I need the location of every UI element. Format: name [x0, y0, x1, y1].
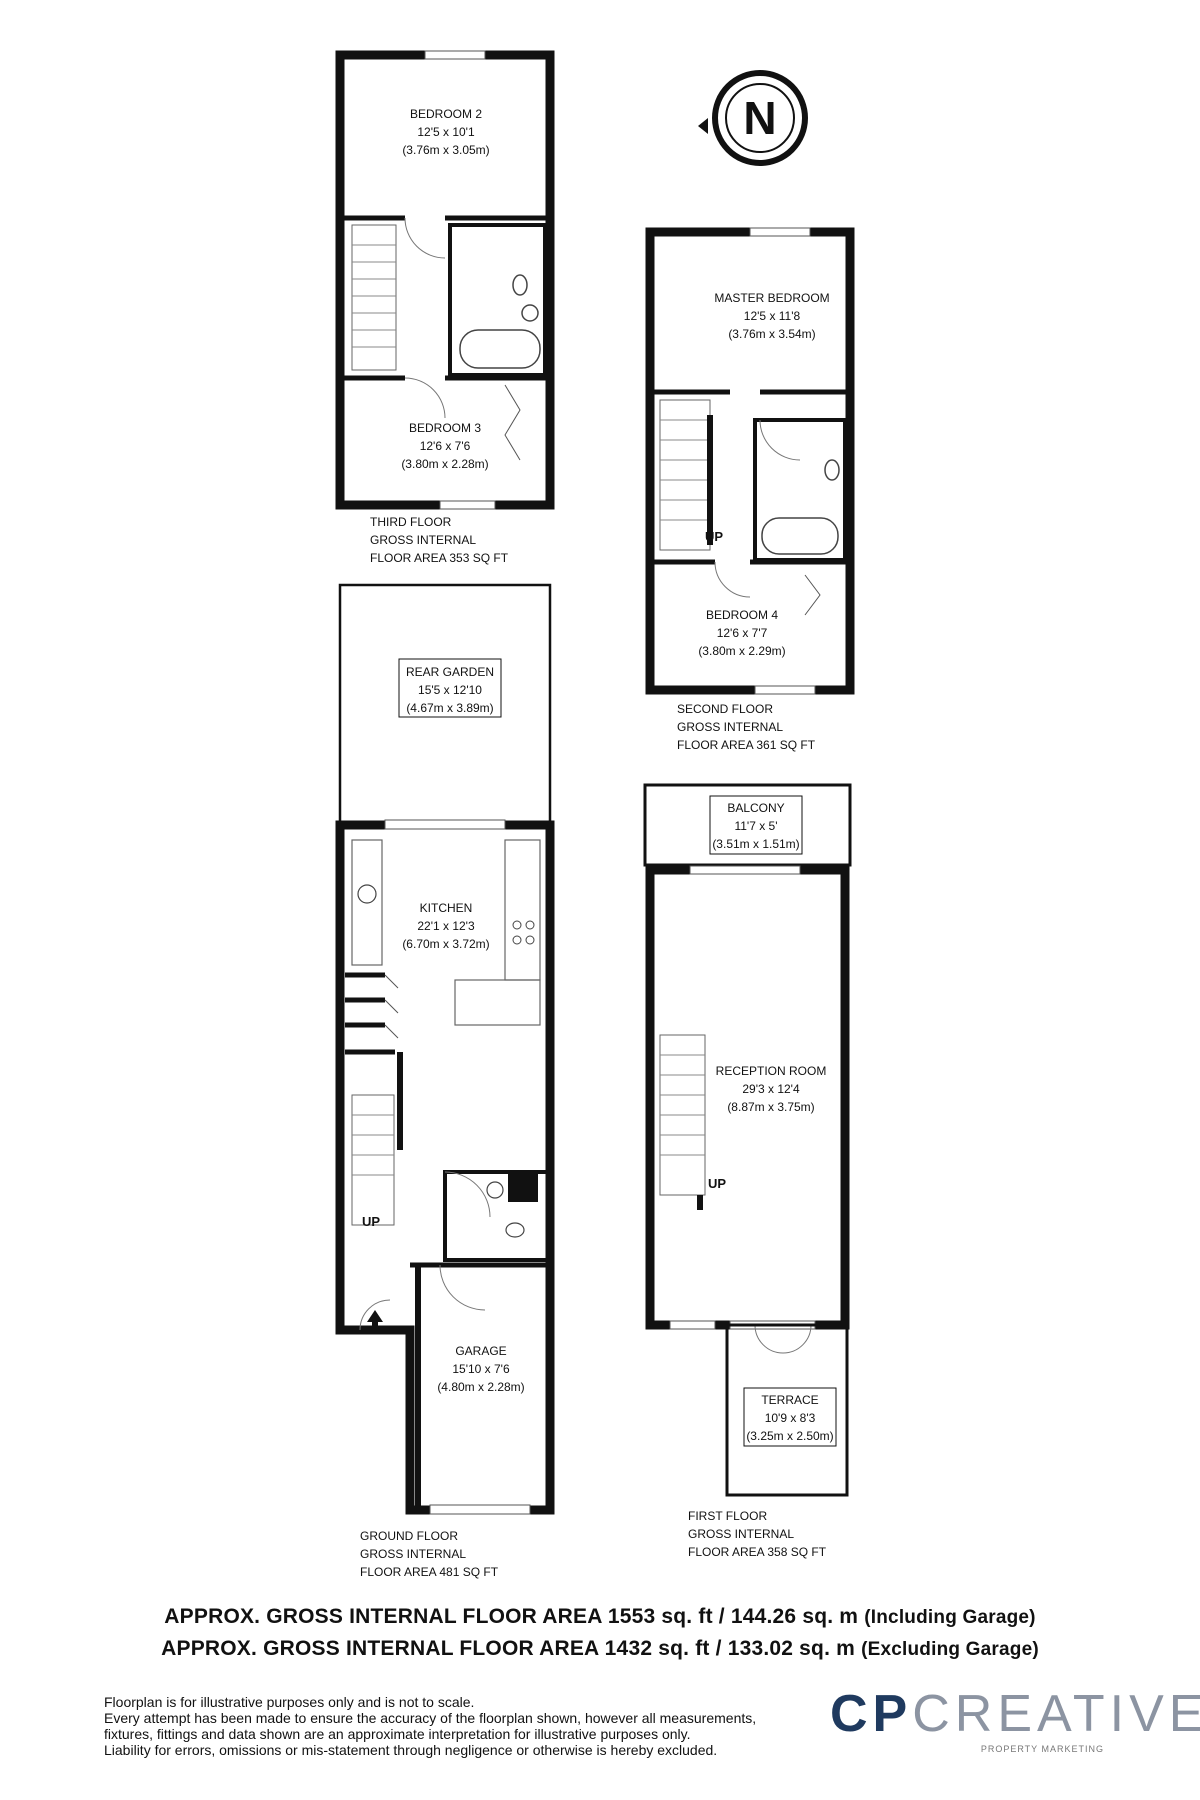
room-size-imperial: 22'1 x 12'3 — [417, 919, 475, 933]
room-name: RECEPTION ROOM — [716, 1064, 827, 1078]
room-label-bedroom3: BEDROOM 3 12'6 x 7'6 (3.80m x 2.28m) — [401, 421, 488, 471]
room-label-bedroom4: BEDROOM 4 12'6 x 7'7 (3.80m x 2.29m) — [698, 608, 785, 658]
room-name: BEDROOM 3 — [409, 421, 481, 435]
room-size-metric: (3.51m x 1.51m) — [712, 837, 799, 851]
floor-area: FLOOR AREA 353 SQ FT — [370, 551, 509, 565]
room-size-metric: (3.25m x 2.50m) — [746, 1429, 833, 1443]
room-size-metric: (3.76m x 3.54m) — [728, 327, 815, 341]
second-floor-plan — [645, 70, 855, 695]
logo-tagline: PROPERTY MARKETING — [980, 1744, 1104, 1754]
compass-label: N — [743, 92, 776, 144]
floor-subtitle: GROSS INTERNAL — [688, 1527, 794, 1541]
stair-up-label: UP — [708, 1176, 726, 1191]
total-area-qualifier: (Excluding Garage) — [861, 1639, 1039, 1660]
room-size-imperial: 15'10 x 7'6 — [452, 1362, 510, 1376]
room-size-metric: (3.80m x 2.28m) — [401, 457, 488, 471]
room-name: KITCHEN — [420, 901, 473, 915]
total-area-excluding-garage: APPROX. GROSS INTERNAL FLOOR AREA 1432 s… — [0, 1637, 1200, 1661]
room-label-reception: RECEPTION ROOM 29'3 x 12'4 (8.87m x 3.75… — [716, 1064, 827, 1114]
floor-name: SECOND FLOOR — [677, 702, 773, 716]
stair-up-label: UP — [705, 529, 723, 544]
room-size-metric: (4.80m x 2.28m) — [437, 1380, 524, 1394]
room-size-imperial: 12'6 x 7'6 — [420, 439, 471, 453]
room-size-imperial: 10'9 x 8'3 — [765, 1411, 816, 1425]
logo-part-cp: CP — [830, 1685, 913, 1743]
room-name: BEDROOM 2 — [410, 107, 482, 121]
north-compass — [698, 70, 808, 166]
disclaimer: Floorplan is for illustrative purposes o… — [104, 1694, 824, 1758]
stair-up-labels: UP UP UP — [362, 529, 726, 1229]
room-label-bedroom2: BEDROOM 2 12'5 x 10'1 (3.76m x 3.05m) — [402, 107, 489, 157]
floor-area: FLOOR AREA 358 SQ FT — [688, 1545, 827, 1559]
room-label-kitchen: KITCHEN 22'1 x 12'3 (6.70m x 3.72m) — [402, 901, 489, 951]
floor-subtitle: GROSS INTERNAL — [360, 1547, 466, 1561]
floor-area: FLOOR AREA 361 SQ FT — [677, 738, 816, 752]
ground-floor-plan — [335, 583, 555, 1515]
room-label-terrace: TERRACE 10'9 x 8'3 (3.25m x 2.50m) — [743, 1387, 837, 1447]
floor-label-third: THIRD FLOOR GROSS INTERNAL FLOOR AREA 35… — [370, 515, 509, 565]
room-size-imperial: 12'5 x 10'1 — [417, 125, 475, 139]
floor-subtitle: GROSS INTERNAL — [370, 533, 476, 547]
room-name: TERRACE — [761, 1393, 818, 1407]
floor-name: GROUND FLOOR — [360, 1529, 458, 1543]
disclaimer-line: Every attempt has been made to ensure th… — [104, 1710, 757, 1726]
room-size-metric: (4.67m x 3.89m) — [406, 701, 493, 715]
floor-name: FIRST FLOOR — [688, 1509, 767, 1523]
floor-area: FLOOR AREA 481 SQ FT — [360, 1565, 499, 1579]
logo-wordmark: CPCREATIVE — [830, 1685, 1200, 1743]
disclaimer-line: Liability for errors, omissions or mis-s… — [104, 1742, 718, 1758]
floor-label-second: SECOND FLOOR GROSS INTERNAL FLOOR AREA 3… — [677, 702, 816, 752]
room-size-imperial: 29'3 x 12'4 — [742, 1082, 800, 1096]
total-area-text: APPROX. GROSS INTERNAL FLOOR AREA 1432 s… — [161, 1637, 856, 1660]
room-name: BEDROOM 4 — [706, 608, 778, 622]
floor-label-first: FIRST FLOOR GROSS INTERNAL FLOOR AREA 35… — [688, 1509, 827, 1559]
cp-creative-logo: CPCREATIVE PROPERTY MARKETING — [830, 1685, 1200, 1756]
room-name: GARAGE — [455, 1344, 506, 1358]
floor-area-labels: THIRD FLOOR GROSS INTERNAL FLOOR AREA 35… — [360, 515, 827, 1579]
logo-part-creative: CREATIVE — [912, 1685, 1200, 1743]
total-area-qualifier: (Including Garage) — [864, 1607, 1036, 1628]
room-label-rear-garden: REAR GARDEN 15'5 x 12'10 (4.67m x 3.89m) — [398, 658, 502, 718]
room-size-metric: (8.87m x 3.75m) — [727, 1100, 814, 1114]
floor-label-ground: GROUND FLOOR GROSS INTERNAL FLOOR AREA 4… — [360, 1529, 499, 1579]
room-label-master-bedroom: MASTER BEDROOM 12'5 x 11'8 (3.76m x 3.54… — [714, 291, 829, 341]
floor-subtitle: GROSS INTERNAL — [677, 720, 783, 734]
stair-up-label: UP — [362, 1214, 380, 1229]
compass-north-letter: N — [743, 92, 776, 144]
room-size-metric: (3.76m x 3.05m) — [402, 143, 489, 157]
total-area-text: APPROX. GROSS INTERNAL FLOOR AREA 1553 s… — [164, 1605, 859, 1628]
room-size-imperial: 12'5 x 11'8 — [744, 309, 801, 323]
room-name: REAR GARDEN — [406, 665, 494, 679]
room-size-imperial: 15'5 x 12'10 — [418, 683, 482, 697]
room-name: MASTER BEDROOM — [714, 291, 829, 305]
room-name: BALCONY — [727, 801, 784, 815]
room-labels: BEDROOM 2 12'5 x 10'1 (3.76m x 3.05m) BE… — [398, 107, 837, 1447]
total-area-including-garage: APPROX. GROSS INTERNAL FLOOR AREA 1553 s… — [0, 1605, 1200, 1629]
room-label-balcony: BALCONY 11'7 x 5' (3.51m x 1.51m) — [709, 795, 803, 855]
room-size-metric: (3.80m x 2.29m) — [698, 644, 785, 658]
room-label-garage: GARAGE 15'10 x 7'6 (4.80m x 2.28m) — [437, 1344, 524, 1394]
room-size-imperial: 12'6 x 7'7 — [717, 626, 768, 640]
disclaimer-line: fixtures, fittings and data shown are an… — [104, 1726, 691, 1742]
room-size-imperial: 11'7 x 5' — [734, 819, 777, 833]
disclaimer-line: Floorplan is for illustrative purposes o… — [104, 1694, 475, 1710]
floor-name: THIRD FLOOR — [370, 515, 452, 529]
room-size-metric: (6.70m x 3.72m) — [402, 937, 489, 951]
third-floor-plan — [335, 50, 555, 510]
first-floor-plan — [643, 783, 852, 1497]
